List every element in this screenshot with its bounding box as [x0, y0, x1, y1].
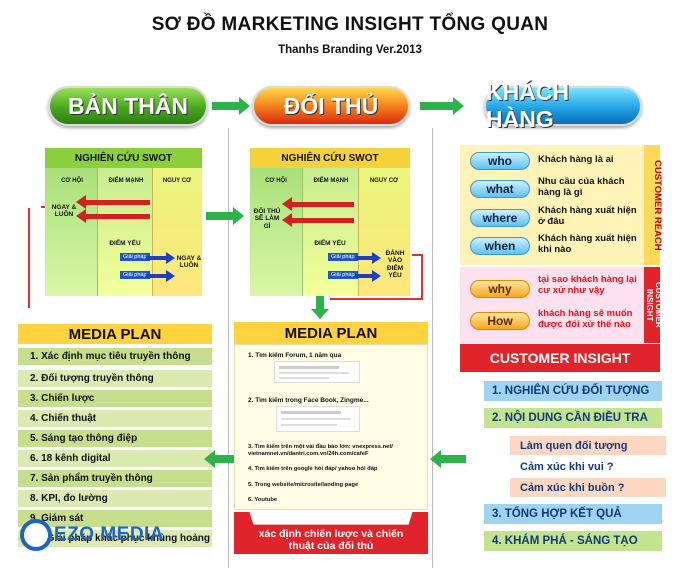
step-2-sub-2: Cảm xúc khi vui ? — [510, 457, 666, 476]
search-screenshot-1 — [274, 361, 360, 383]
tag-who: who — [470, 152, 530, 170]
tag-what: what — [470, 180, 530, 198]
swot-left-title: NGHIÊN CỨU SWOT — [45, 148, 202, 168]
tag-why: why — [470, 280, 530, 298]
swot-left-solution-2: Giải pháp — [120, 271, 150, 279]
customer-insight-bg — [460, 267, 660, 343]
media-left-list: 1. Xác định mục tiêu truyền thông 2. Đối… — [18, 344, 212, 554]
text-when: Khách hàng xuất hiện khi nào — [538, 233, 637, 255]
swot-mid-arrow-1 — [290, 202, 354, 207]
customer-reach-label: CUSTOMER REACH — [652, 159, 663, 251]
media-mid-item-4: 4. Tìm kiếm trên google hỏi đáp/ yahoo h… — [248, 466, 378, 472]
arrow-swot-to-media — [316, 296, 324, 310]
swot-left-col-opportunity: CƠ HỘI — [61, 178, 83, 184]
media-mid-item-5: 5. Trong website/microsite/landing page — [248, 482, 359, 488]
stage-customer: KHÁCH HÀNG — [484, 79, 642, 132]
swot-left-col-strength: ĐIỂM MẠNH — [108, 178, 144, 184]
swot-left-arrow-2 — [84, 214, 150, 219]
swot-mid-solution-2: Giải pháp — [328, 271, 358, 279]
arrow-steps-to-media-mid — [430, 450, 466, 468]
media-left-item: 3. Chiến lược — [18, 390, 212, 408]
step-2-sub-1: Làm quen đối tượng — [510, 436, 666, 455]
swot-left-arrow-1 — [84, 200, 150, 205]
text-what: Nhu cầu của khách hàng là gì — [538, 176, 625, 198]
media-left-item: 9. Giám sát — [18, 510, 212, 528]
tag-when: when — [470, 237, 530, 255]
arrow-swot-left-to-mid — [206, 207, 244, 225]
text-how: khách hàng sẽ muốn được đối xử thế nào — [538, 308, 633, 330]
swot-mid-attack: ĐÁNH VÀO ĐIỂM YẾU — [385, 250, 405, 280]
step-2: 2. NỘI DUNG CẦN ĐIỀU TRA — [484, 408, 662, 428]
swot-left-now: NGAY & LUÔN — [51, 204, 77, 219]
media-left-title: MEDIA PLAN — [18, 324, 212, 344]
media-mid-footer-text: xác định chiến lược và chiến thuật của đ… — [258, 528, 404, 553]
media-mid-item-6: 6. Youtube — [248, 497, 278, 503]
stage-self: BẢN THÂN — [48, 86, 208, 126]
tag-how: How — [470, 312, 530, 330]
customer-insight-bar: CUSTOMER INSIGHT — [460, 344, 660, 372]
media-left-item: 10. Giải pháp khắc phục khủng hoảng — [18, 530, 212, 548]
tag-where: where — [470, 209, 530, 227]
ezo-logo-icon — [20, 519, 52, 551]
media-left-item: 6. 18 kênh digital — [18, 450, 212, 468]
media-mid-footer: xác định chiến lược và chiến thuật của đ… — [234, 512, 428, 554]
swot-left-now-2: NGAY & LUÔN — [176, 255, 202, 270]
stage-rival: ĐỐI THỦ — [252, 86, 410, 126]
swot-mid-col-strength: ĐIỂM MẠNH — [313, 178, 349, 184]
text-who: Khách hàng là ai — [538, 154, 614, 165]
step-3: 3. TỔNG HỢP KẾT QUẢ — [484, 504, 662, 524]
swot-mid-col-threat: NGUY CƠ — [369, 178, 399, 184]
swot-mid-arrow-2 — [290, 218, 354, 223]
media-left-item: 8. KPI, đo lường — [18, 490, 212, 508]
text-why: tại sao khách hàng lại cư xử như vậy — [538, 274, 637, 296]
media-mid-item-1: 1. Tìm kiếm Forum, 1 năm qua — [248, 352, 342, 359]
swot-mid-rival-did: ĐỐI THỦ SẼ LÀM GÌ — [253, 208, 281, 230]
column-divider-left — [228, 128, 229, 568]
swot-left-col-threat: NGUY CƠ — [162, 178, 192, 184]
media-mid-item-2: 2. Tìm kiếm trong Face Book, Zingme... — [248, 397, 369, 404]
arrow-rival-to-customer — [420, 97, 464, 115]
arrow-self-to-rival — [212, 97, 250, 115]
swot-left-weakness: ĐIỂM YẾU — [109, 240, 141, 247]
media-left-item: 2. Đối tượng truyền thông — [18, 370, 212, 388]
media-left-item: 7. Sản phẩm truyền thông — [18, 470, 212, 488]
media-mid-item-3: 3. Tìm kiếm trên một vài đầu báo lớn: vn… — [248, 444, 393, 457]
media-left-item: 5. Sáng tạo thông điệp — [18, 430, 212, 448]
media-left-item: 4. Chiến thuật — [18, 410, 212, 428]
page-title: SƠ ĐỒ MARKETING INSIGHT TỔNG QUAN — [151, 14, 549, 35]
customer-insight-label: CUSTOMER INSIGHT — [645, 282, 663, 328]
step-1: 1. NGHIÊN CỨU ĐỐI TƯỢNG — [484, 381, 662, 401]
column-divider-right — [432, 128, 433, 568]
swot-mid-weakness: ĐIỂM YẾU — [314, 240, 346, 247]
swot-mid-solution-1: Giải pháp — [328, 253, 358, 261]
watermark: EZO MEDIA — [54, 524, 165, 545]
swot-mid-col-opportunity: CƠ HỘI — [265, 178, 287, 184]
swot-mid-title: NGHIÊN CỨU SWOT — [250, 148, 410, 168]
swot-left-solution-1: Giải pháp — [120, 253, 150, 261]
text-where: Khách hàng xuất hiện ở đâu — [538, 205, 637, 227]
step-2-sub-3: Cảm xúc khi buồn ? — [510, 478, 666, 497]
arrow-media-mid-to-left — [204, 450, 236, 468]
step-4: 4. KHÁM PHÁ - SÁNG TẠO — [484, 531, 662, 551]
search-screenshot-2 — [276, 406, 360, 432]
page-subtitle: Thanhs Branding Ver.2013 — [278, 44, 422, 56]
media-mid-title: MEDIA PLAN — [234, 322, 428, 344]
media-left-item: 1. Xác định mục tiêu truyền thông — [18, 348, 212, 366]
